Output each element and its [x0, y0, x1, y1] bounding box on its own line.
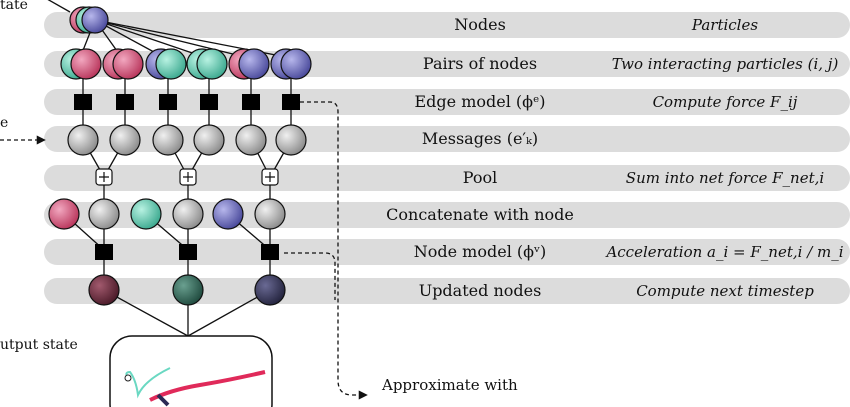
dashed-connectors: [0, 101, 368, 400]
row-label-pool: Pool: [462, 168, 498, 187]
row-desc-nodes: Particles: [691, 16, 759, 34]
row-desc-updated: Compute next timestep: [636, 282, 814, 300]
pairs-row: [60, 48, 312, 80]
row-label-nodes: Nodes: [454, 15, 506, 34]
row-bar-pool: [44, 165, 850, 191]
node-model-boxes: [95, 244, 279, 260]
row-label-edge-model: Edge model (ϕᵉ): [414, 92, 546, 111]
input-node-cluster: [69, 6, 109, 34]
row-desc-pool: Sum into net force F_net,i: [625, 169, 825, 187]
row-bar-nodes: [44, 12, 850, 38]
updated-nodes-row: [88, 274, 286, 306]
row-bar-edge-model: [44, 89, 850, 115]
row-desc-node-model: Acceleration a_i = F_net,i / m_i: [606, 243, 844, 261]
edge-model-boxes: [74, 94, 300, 110]
row-label-pairs: Pairs of nodes: [422, 54, 538, 73]
input-state-fragment: tate: [0, 0, 28, 13]
output-state-box: [109, 335, 273, 407]
row-bar-node-model: [44, 239, 850, 265]
row-label-node-model: Node model (ϕᵛ): [413, 242, 547, 261]
left-label-fragment: e: [0, 115, 9, 131]
approx-label: Approximate with: [382, 376, 518, 394]
row-label-updated: Updated nodes: [418, 281, 542, 300]
concat-row: [48, 198, 286, 230]
row-label-concat: Concatenate with node: [386, 205, 574, 224]
row-desc-pairs: Two interacting particles (i, j): [611, 55, 839, 73]
pool-plus-boxes: [95, 168, 279, 186]
row-label-messages: Messages (e′ₖ): [421, 129, 539, 148]
row-desc-edge-model: Compute force F_ij: [652, 93, 798, 111]
output-state-label: utput state: [0, 337, 78, 353]
messages-row: [67, 124, 307, 156]
